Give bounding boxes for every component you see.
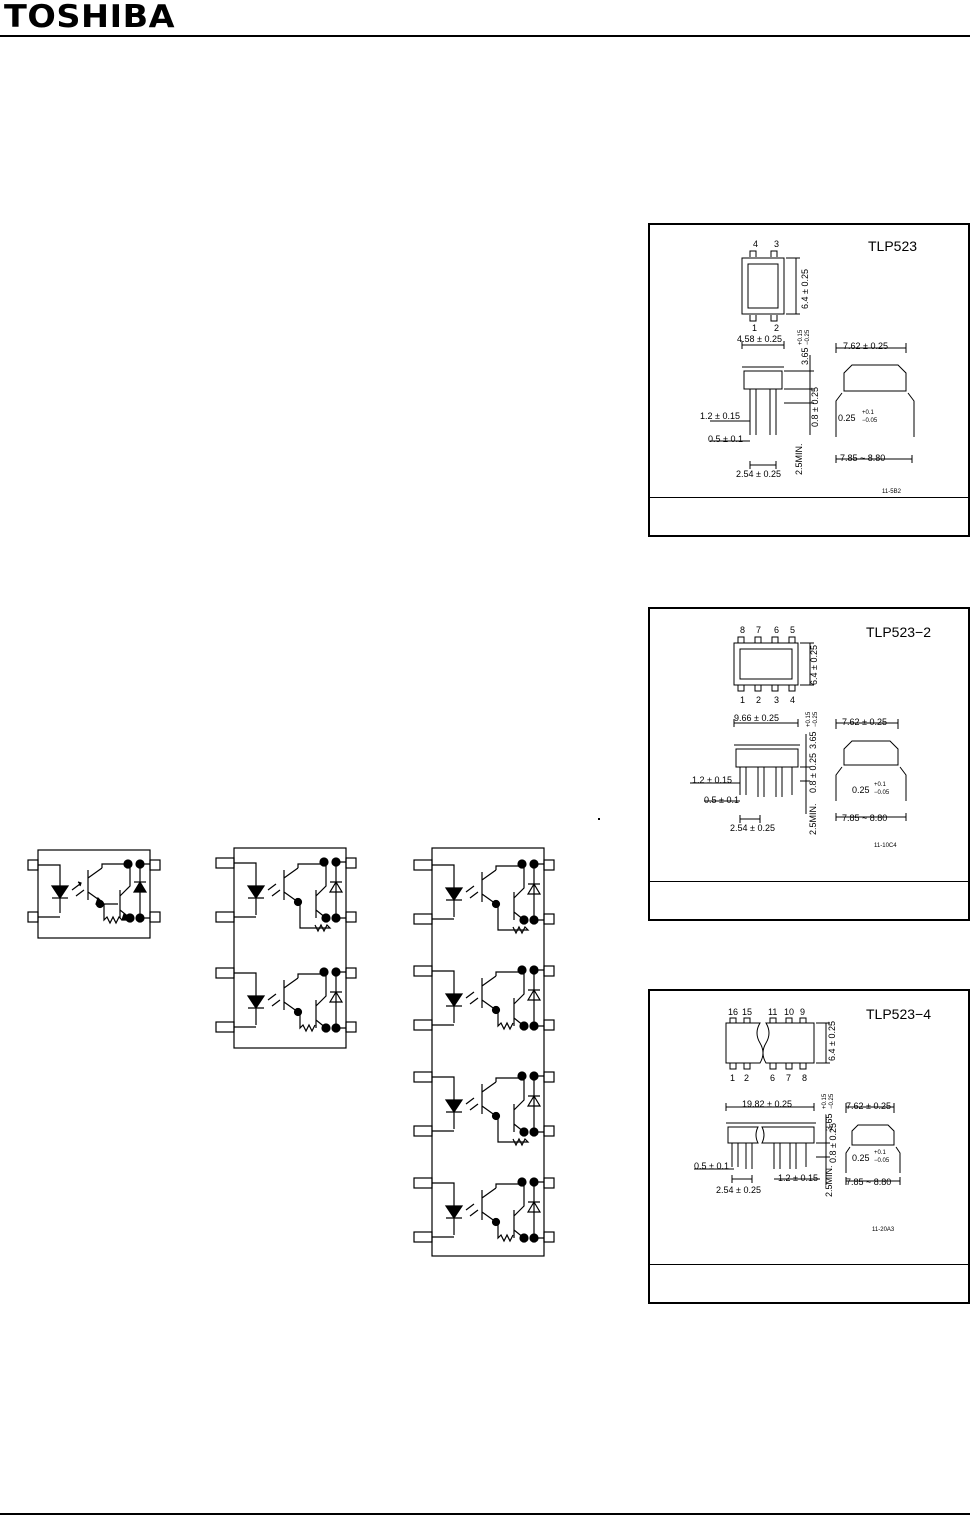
- svg-text:6.4 ± 0.25: 6.4 ± 0.25: [800, 269, 810, 309]
- svg-text:11-20A3: 11-20A3: [872, 1227, 895, 1233]
- svg-text:9.66 ± 0.25: 9.66 ± 0.25: [734, 713, 779, 723]
- svg-text:−0.25: −0.25: [813, 711, 819, 727]
- svg-text:0.5 ± 0.1: 0.5 ± 0.1: [708, 434, 743, 444]
- svg-text:+0.15: +0.15: [806, 711, 812, 727]
- svg-text:11-5B2: 11-5B2: [882, 489, 902, 495]
- svg-text:2.54 ± 0.25: 2.54 ± 0.25: [716, 1185, 761, 1195]
- svg-text:−0.05: −0.05: [874, 790, 890, 796]
- svg-text:8: 8: [740, 625, 745, 635]
- svg-text:4.58 ± 0.25: 4.58 ± 0.25: [737, 334, 782, 344]
- svg-text:2: 2: [744, 1073, 749, 1083]
- svg-text:0.5 ± 0.1: 0.5 ± 0.1: [704, 795, 739, 805]
- svg-text:16: 16: [728, 1007, 738, 1017]
- svg-text:7: 7: [756, 625, 761, 635]
- svg-text:1: 1: [752, 323, 757, 333]
- svg-text:−0.25: −0.25: [829, 1093, 835, 1109]
- svg-text:7.62 ± 0.25: 7.62 ± 0.25: [842, 717, 887, 727]
- package-tlp523-outline: TLP523 4 3 1 2 6.4 ± 0.25 4.58 ± 0.25 3.…: [648, 223, 970, 537]
- svg-text:0.8 ± 0.25: 0.8 ± 0.25: [808, 753, 818, 793]
- package-tlp523-2-outline: TLP523−2 8 7 6 5 1 2 3 4 6.4 ± 0.25 9.66…: [648, 607, 970, 921]
- svg-text:6.4 ± 0.25: 6.4 ± 0.25: [809, 645, 819, 685]
- svg-text:3.65: 3.65: [824, 1113, 834, 1131]
- svg-text:3: 3: [774, 239, 779, 249]
- svg-text:11-10C4: 11-10C4: [874, 843, 897, 849]
- svg-text:10: 10: [784, 1007, 794, 1017]
- svg-text:4: 4: [790, 695, 795, 705]
- svg-text:9: 9: [800, 1007, 805, 1017]
- svg-text:1.2 ± 0.15: 1.2 ± 0.15: [700, 411, 740, 421]
- svg-text:+0.15: +0.15: [798, 329, 804, 345]
- svg-text:7: 7: [786, 1073, 791, 1083]
- svg-text:+0.1: +0.1: [874, 1150, 887, 1156]
- svg-text:7.62 ± 0.25: 7.62 ± 0.25: [846, 1101, 891, 1111]
- svg-text:1: 1: [730, 1073, 735, 1083]
- svg-text:7.85 ~ 8.80: 7.85 ~ 8.80: [846, 1177, 891, 1187]
- svg-text:2.54 ± 0.25: 2.54 ± 0.25: [730, 823, 775, 833]
- svg-text:0.8 ± 0.25: 0.8 ± 0.25: [828, 1123, 838, 1163]
- svg-text:19.82 ± 0.25: 19.82 ± 0.25: [742, 1099, 792, 1109]
- svg-text:15: 15: [742, 1007, 752, 1017]
- svg-text:11: 11: [768, 1007, 777, 1017]
- svg-text:5: 5: [790, 625, 795, 635]
- svg-text:4: 4: [753, 239, 758, 249]
- svg-text:+0.15: +0.15: [822, 1093, 828, 1109]
- package-name: TLP523−2: [866, 624, 931, 640]
- svg-text:3.65: 3.65: [800, 347, 810, 365]
- svg-text:−0.05: −0.05: [874, 1158, 890, 1164]
- schematic-single-channel: [27, 849, 161, 939]
- svg-text:2: 2: [774, 323, 779, 333]
- header-rule: [0, 35, 970, 37]
- package-name: TLP523−4: [866, 1006, 931, 1022]
- svg-text:0.25: 0.25: [838, 413, 856, 423]
- svg-text:−0.25: −0.25: [805, 329, 811, 345]
- schematic-dual-channel: [215, 847, 357, 1049]
- svg-text:0.25: 0.25: [852, 785, 870, 795]
- svg-text:3: 3: [774, 695, 779, 705]
- svg-text:7.62 ± 0.25: 7.62 ± 0.25: [843, 341, 888, 351]
- package-tlp523-4-outline: TLP523−4 16 15 11 10 9 1 2 6 7 8 6.4 ± 0…: [648, 989, 970, 1304]
- svg-text:8: 8: [802, 1073, 807, 1083]
- svg-text:+0.1: +0.1: [874, 782, 887, 788]
- svg-text:7.85 ~ 8.80: 7.85 ~ 8.80: [840, 453, 885, 463]
- svg-text:6: 6: [774, 625, 779, 635]
- svg-text:3.65: 3.65: [808, 731, 818, 749]
- svg-text:0.25: 0.25: [852, 1153, 870, 1163]
- svg-text:2.54 ± 0.25: 2.54 ± 0.25: [736, 469, 781, 479]
- svg-text:+0.1: +0.1: [862, 410, 875, 416]
- package-name: TLP523: [868, 238, 917, 254]
- svg-text:2.5MIN.: 2.5MIN.: [824, 1165, 834, 1197]
- svg-text:−0.05: −0.05: [862, 418, 878, 424]
- svg-text:6: 6: [770, 1073, 775, 1083]
- footer-rule: [0, 1513, 970, 1515]
- schematic-quad-channel: [413, 847, 555, 1257]
- svg-text:1.2 ± 0.15: 1.2 ± 0.15: [778, 1173, 818, 1183]
- toshiba-logo: TOSHIBA: [4, 0, 176, 35]
- svg-text:7.85 ~ 8.80: 7.85 ~ 8.80: [842, 813, 887, 823]
- svg-text:0.8 ± 0.25: 0.8 ± 0.25: [810, 387, 820, 427]
- svg-text:2.5MIN.: 2.5MIN.: [794, 443, 804, 475]
- svg-text:6.4 ± 0.25: 6.4 ± 0.25: [827, 1021, 837, 1061]
- svg-text:1: 1: [740, 695, 745, 705]
- svg-text:1.2 ± 0.15: 1.2 ± 0.15: [692, 775, 732, 785]
- svg-text:2.5MIN.: 2.5MIN.: [808, 803, 818, 835]
- svg-text:0.5 ± 0.1: 0.5 ± 0.1: [694, 1161, 729, 1171]
- svg-text:2: 2: [756, 695, 761, 705]
- speck: [598, 818, 600, 820]
